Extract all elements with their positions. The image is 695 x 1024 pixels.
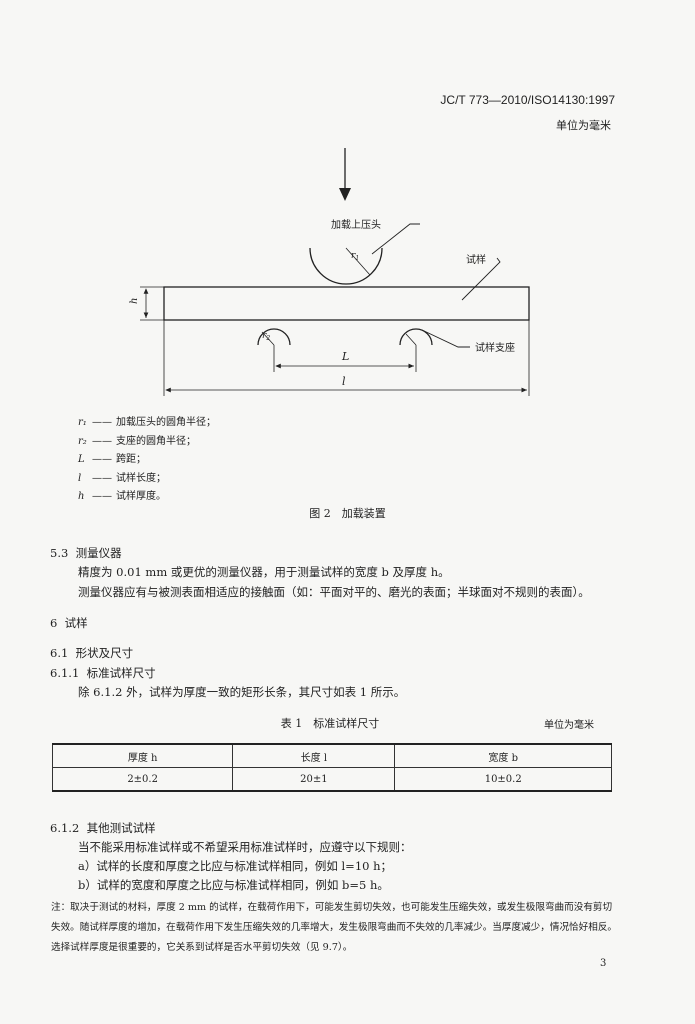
section-6-1-2-rule-a: a）试样的长度和厚度之比应与标准试样相同，例如 l=10 h； — [78, 859, 393, 873]
legend-item: L——跨距； — [78, 451, 216, 470]
label-support: 试样支座 — [475, 341, 515, 354]
label-r2: r2 — [262, 331, 270, 342]
standard-code: JC/T 773—2010/ISO14130:1997 — [440, 93, 615, 107]
leader-specimen — [461, 257, 501, 301]
loading-nose-radius — [345, 247, 371, 276]
section-number: 5.3 — [50, 546, 69, 560]
table-cell: 20±1 — [232, 767, 396, 792]
legend-text: 支座的圆角半径； — [116, 435, 196, 447]
load-arrow-head — [339, 188, 351, 201]
section-number: 6 — [50, 616, 58, 630]
table-unit: 单位为毫米 — [544, 720, 594, 731]
table-header-cell: 宽度 b — [394, 743, 612, 768]
section-title: 测量仪器 — [75, 546, 122, 560]
table-header-cell: 长度 l — [232, 743, 396, 768]
legend-item: h——试样厚度。 — [78, 488, 216, 507]
legend-symbol: r₂ — [78, 435, 87, 447]
loading-nose — [309, 247, 383, 285]
page-number: 3 — [600, 958, 607, 969]
section-5-3-paragraph-1: 精度为 0.01 mm 或更优的测量仪器，用于测量试样的宽度 b 及厚度 h。 — [78, 565, 450, 579]
table-header-row: 厚度 h 长度 l 宽度 b — [51, 743, 612, 768]
section-6-1-1-heading: 6.1.1 标准试样尺寸 — [50, 665, 156, 681]
table-row: 2±0.2 20±1 10±0.2 — [51, 767, 612, 792]
legend-item: r₁——加载压头的圆角半径； — [78, 414, 216, 433]
legend-text: 试样厚度。 — [116, 491, 166, 502]
label-h: h — [129, 298, 140, 304]
legend-text: 加载压头的圆角半径； — [116, 417, 216, 428]
section-6-1-heading: 6.1 形状及尺寸 — [50, 645, 133, 661]
section-title: 标准试样尺寸 — [86, 666, 156, 680]
support-left-radius — [261, 331, 275, 346]
support-left — [257, 328, 291, 346]
label-r1: r1 — [351, 251, 359, 262]
table-cell: 2±0.2 — [51, 767, 234, 792]
specimen-bar — [163, 286, 530, 321]
section-number: 6.1.1 — [50, 666, 80, 680]
standard-specimen-table: 厚度 h 长度 l 宽度 b 2±0.2 20±1 10±0.2 — [51, 743, 612, 792]
section-6-1-2-heading: 6.1.2 其他测试试样 — [50, 820, 156, 836]
section-title: 其他测试试样 — [86, 821, 156, 835]
table-header-cell: 厚度 h — [51, 743, 234, 768]
figure-caption: 图 2 加载装置 — [309, 507, 386, 520]
table-cell: 10±0.2 — [394, 767, 612, 792]
label-L: L — [341, 350, 349, 363]
loading-apparatus-diagram: 加载上压头 试样 试样支座 r1 r2 h L l — [129, 148, 530, 396]
legend-symbol: l — [78, 472, 82, 484]
legend-item: r₂——支座的圆角半径； — [78, 433, 216, 452]
section-6-1-1-paragraph: 除 6.1.2 外，试样为厚度一致的矩形长条，其尺寸如表 1 所示。 — [78, 685, 406, 699]
section-5-3-heading: 5.3 测量仪器 — [50, 545, 122, 561]
section-number: 6.1.2 — [50, 821, 80, 835]
legend-symbol: L — [78, 454, 85, 465]
figure-legend: r₁——加载压头的圆角半径； r₂——支座的圆角半径； L——跨距； l——试样… — [78, 414, 216, 507]
label-l: l — [342, 375, 346, 388]
section-5-3-paragraph-2: 测量仪器应有与被测表面相适应的接触面（如：平面对平的、磨光的表面；半球面对不规则… — [78, 585, 590, 599]
label-specimen: 试样 — [466, 253, 486, 266]
label-load-head: 加载上压头 — [331, 219, 381, 231]
leader-support — [421, 329, 470, 348]
table-caption: 表 1 标准试样尺寸 — [280, 717, 380, 730]
legend-symbol: h — [78, 491, 85, 502]
unit-note: 单位为毫米 — [556, 119, 611, 132]
leader-load-head — [371, 223, 420, 255]
section-6-1-2-rule-b: b）试样的宽度和厚度之比应与标准试样相同，例如 b=5 h。 — [78, 878, 389, 892]
section-6-heading: 6 试样 — [50, 615, 88, 631]
legend-text: 跨距； — [116, 454, 146, 465]
section-number: 6.1 — [50, 646, 69, 660]
note-paragraph: 注：取决于测试的材料，厚度 2 mm 的试样，在载荷作用下，可能发生剪切失效，也… — [51, 902, 618, 953]
section-6-1-2-paragraph: 当不能采用标准试样或不希望采用标准试样时，应遵守以下规则： — [78, 840, 412, 854]
legend-item: l——试样长度； — [78, 470, 216, 489]
legend-text: 试样长度； — [116, 472, 166, 484]
legend-symbol: r₁ — [78, 417, 87, 428]
support-right-radius — [405, 333, 417, 346]
section-title: 形状及尺寸 — [75, 646, 134, 660]
section-title: 试样 — [64, 616, 88, 630]
support-right — [399, 328, 433, 346]
